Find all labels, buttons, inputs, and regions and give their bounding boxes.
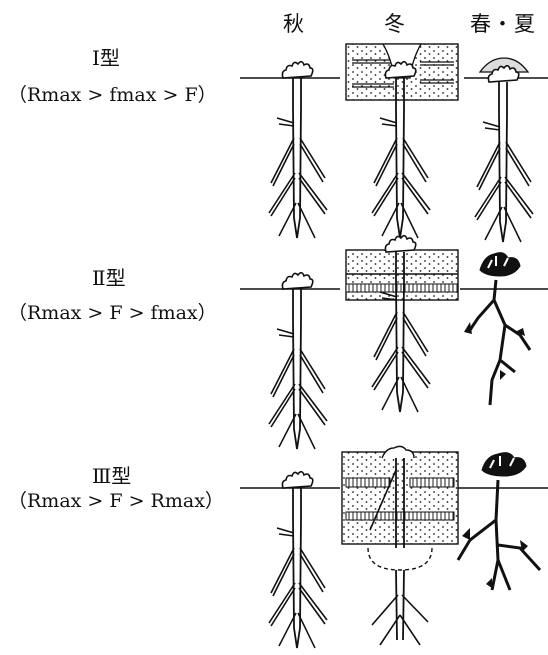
- season-header-autumn: 秋: [283, 12, 305, 36]
- type3-winter-plant: [341, 445, 459, 646]
- type-3-title: Ⅲ型: [92, 464, 132, 488]
- type-1-condition: （Rmax > fmax > F）: [8, 84, 217, 106]
- type2-winter-plant: [345, 234, 459, 413]
- type3-autumn-plant: [240, 470, 340, 649]
- type1-autumn-plant: [240, 60, 340, 239]
- type1-spring-summer-plant: [464, 57, 548, 243]
- season-header-spring-summer: 春・夏: [470, 12, 536, 36]
- type2-autumn-plant: [240, 271, 340, 450]
- type-2-condition: （Rmax > F > fmax）: [8, 302, 217, 324]
- type2-spring-summer-plant: [460, 252, 548, 406]
- type3-spring-summer-plant: [456, 452, 548, 591]
- type1-winter-plant: [345, 43, 459, 239]
- season-header-winter: 冬: [384, 12, 406, 36]
- type-1-title: Ⅰ型: [92, 46, 120, 70]
- type-2-title: Ⅱ型: [92, 266, 126, 290]
- type-3-condition: （Rmax > F > Rmax）: [8, 490, 224, 512]
